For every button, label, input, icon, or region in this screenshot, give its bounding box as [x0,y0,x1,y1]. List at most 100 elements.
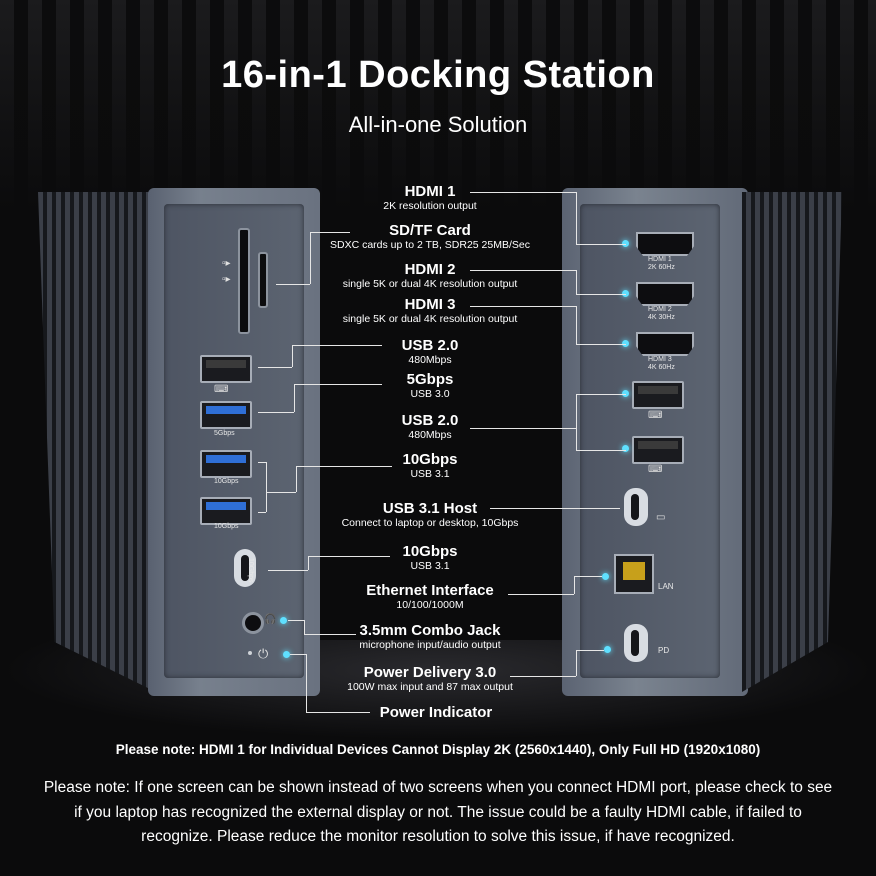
left-device-fins [38,192,156,692]
usbc-pd-port-label: PD [658,646,670,655]
callout-line [576,344,626,345]
callout-usb2-left: USB 2.0 480Mbps [300,337,560,366]
callout-line [576,394,577,450]
callout-desc: 100W max input and 87 max output [347,681,513,693]
callout-desc: microphone input/audio output [359,639,501,651]
usb2-port-left [200,355,252,383]
usbc-host-port [624,488,648,526]
callout-line [574,576,575,594]
callout-line [576,294,626,295]
callout-desc: USB 3.1 [410,560,450,572]
sd-card-icon: ▫▸ [222,258,231,269]
hdmi2-port [636,282,694,306]
callout-line [288,620,304,621]
background-stripes [0,0,876,210]
callout-line [290,654,306,655]
keyboard-mouse-icon: ⌨ [648,464,663,475]
hdmi1-port-label: HDMI 1 [648,256,672,263]
audio-jack-dot [280,617,287,624]
callout-line [276,284,310,285]
callout-desc: SDXC cards up to 2 TB, SDR25 25MB/Sec [330,239,530,251]
headphone-icon: 🎧 [264,614,277,625]
callout-title: 10Gbps [402,451,458,468]
laptop-icon: ▭ [656,512,666,523]
usb2-b-dot [622,445,629,452]
callout-line [306,654,307,712]
callout-line [470,428,576,429]
callout-line [258,462,266,463]
usb-10gbps-port-b-label: 10Gbps [214,523,239,530]
callout-title: USB 2.0 [401,337,459,354]
callout-desc: 480Mbps [408,429,452,441]
keyboard-mouse-icon: ⌨ [648,410,663,421]
callout-line [576,244,626,245]
page-subtitle: All-in-one Solution [348,112,528,137]
callout-line [310,232,311,284]
callout-line [296,466,392,467]
usb-10gbps-port-b [200,497,252,525]
hdmi1-dot [622,240,629,247]
callout-sdtf: SD/TF Card SDXC cards up to 2 TB, SDR25 … [300,222,560,251]
hdmi1-port [636,232,694,256]
callout-line [258,412,294,413]
callout-title: 3.5mm Combo Jack [359,622,501,639]
hdmi1-port-spec: 2K 60Hz [648,264,675,271]
power-icon: ⏻ [258,646,269,661]
callout-line [576,270,577,294]
audio-jack [242,612,264,634]
callout-line [304,634,356,635]
callout-desc: single 5K or dual 4K resolution output [342,313,518,325]
callout-desc: single 5K or dual 4K resolution output [342,278,518,290]
ethernet-port-label: LAN [658,582,674,591]
right-device-fins [742,192,842,692]
callout-desc: 10/100/1000M [396,599,464,611]
ethernet-port [614,554,654,594]
callout-title: 5Gbps [406,371,454,388]
usbc-10gbps-port-label: 10Gbps [247,558,254,583]
callout-line [292,345,293,367]
callout-line [510,676,576,677]
sd-card-slot [238,228,250,334]
hdmi3-port-label: HDMI 3 [648,356,672,363]
callout-line [294,384,382,385]
callout-line [508,594,574,595]
callout-ethernet: Ethernet Interface 10/100/1000M [300,582,560,611]
usbc-10gbps-port [234,549,256,587]
callout-line [470,306,576,307]
callout-line [576,192,577,244]
tf-card-slot [258,252,268,308]
left-device-panel [164,204,304,678]
callout-line [266,492,296,493]
callout-line [304,620,305,634]
callout-title: USB 3.1 Host [382,500,478,517]
hdmi2-dot [622,290,629,297]
callout-title: HDMI 3 [404,296,456,313]
usb2-a-dot [622,390,629,397]
pd-dot [604,646,611,653]
usb-5gbps-port [200,401,252,429]
usb-5gbps-port-label: 5Gbps [214,430,235,437]
callout-line [296,466,297,492]
ethernet-dot [602,573,609,580]
usbc-pd-port [624,624,648,662]
callout-desc: 480Mbps [408,354,452,366]
callout-desc: USB 3.1 [410,468,450,480]
hdmi-note: Please note: If one screen can be shown … [43,779,833,845]
usb2-port-right-a [632,381,684,409]
usb2-port-right-b [632,436,684,464]
callout-title: HDMI 1 [404,183,456,200]
callout-hdmi1: HDMI 1 2K resolution output [300,183,560,212]
callout-line [574,576,602,577]
callout-5gbps: 5Gbps USB 3.0 [300,371,560,400]
callout-audio-jack: 3.5mm Combo Jack microphone input/audio … [300,622,560,651]
callout-usb31-host: USB 3.1 Host Connect to laptop or deskto… [300,500,560,529]
callout-line [576,650,604,651]
callout-line [266,462,267,512]
callout-line [576,450,626,451]
usb-10gbps-port-a-label: 10Gbps [214,478,239,485]
callout-title: HDMI 2 [404,261,456,278]
callout-title: SD/TF Card [389,222,471,239]
hdmi2-port-label: HDMI 2 [648,306,672,313]
callout-line [308,556,309,570]
callout-hdmi3: HDMI 3 single 5K or dual 4K resolution o… [300,296,560,325]
